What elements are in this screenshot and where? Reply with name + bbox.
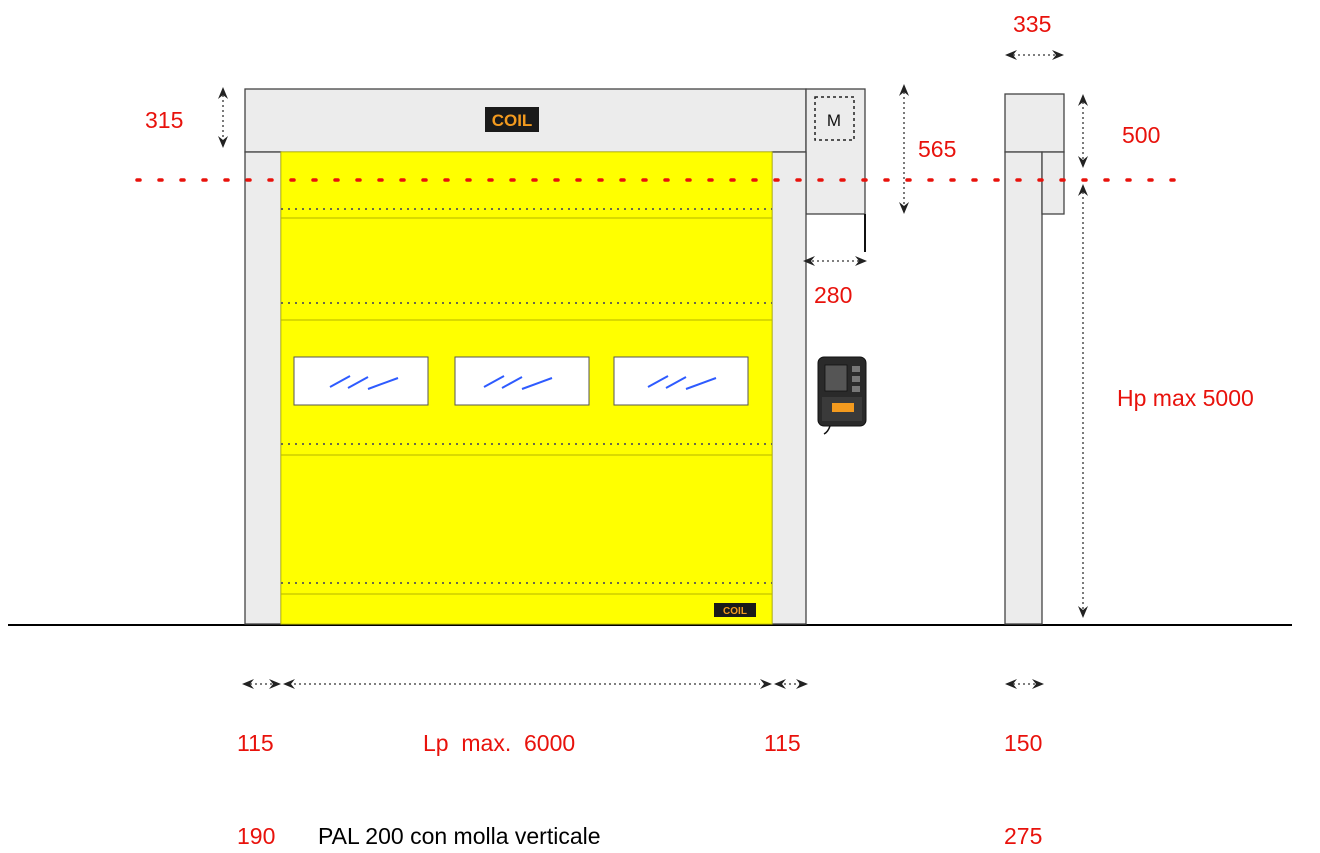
variant-right-value: 275: [1004, 823, 1042, 849]
top-logo-text: COIL: [492, 111, 533, 130]
variant-name: PAL 200 con molla verticale: [318, 823, 601, 849]
control-panel-device: [817, 356, 867, 435]
label-height-max: Hp max 5000: [1117, 385, 1254, 411]
label-side-top-height: 500: [1122, 122, 1160, 148]
curtain-logo-text: COIL: [723, 606, 747, 617]
label-motor-box-height: 565: [918, 136, 956, 162]
curtain-window-2: [454, 356, 590, 406]
label-width-max: Lp max. 6000: [423, 730, 575, 756]
label-motor-offset: 280: [814, 282, 852, 308]
motor-box: [805, 88, 866, 215]
dim-arrow-top-box: [218, 87, 228, 148]
label-right-column-width: 115: [764, 730, 801, 756]
right-column: [771, 151, 807, 625]
dim-arrow-height-max: [1078, 184, 1088, 618]
curtain-window-3: [613, 356, 749, 406]
curtain-logo: COIL: [714, 603, 756, 617]
label-left-column-width: 115: [237, 730, 274, 756]
dim-arrow-side-top-width: [1005, 50, 1064, 60]
side-view-top-box: [1004, 93, 1065, 153]
side-view-column: [1004, 151, 1043, 625]
top-logo: COIL: [485, 107, 539, 132]
dim-arrow-side-column: [1005, 679, 1044, 689]
variant-left-value: 190: [237, 823, 275, 849]
label-side-top-width: 335: [1013, 11, 1051, 37]
dim-arrow-motor-box: [899, 84, 909, 214]
motor-label: M: [827, 111, 841, 130]
label-top-box-height: 315: [145, 107, 183, 133]
dim-arrow-width-chain: [242, 679, 808, 689]
dim-arrow-motor-offset: [803, 256, 867, 266]
dim-arrow-side-top-height: [1078, 94, 1088, 168]
curtain-window-1: [293, 356, 429, 406]
left-column: [244, 151, 282, 625]
side-view-motor-part: [1041, 151, 1065, 215]
motor-symbol-box: [814, 96, 855, 141]
label-side-column-width: 150: [1004, 730, 1042, 756]
